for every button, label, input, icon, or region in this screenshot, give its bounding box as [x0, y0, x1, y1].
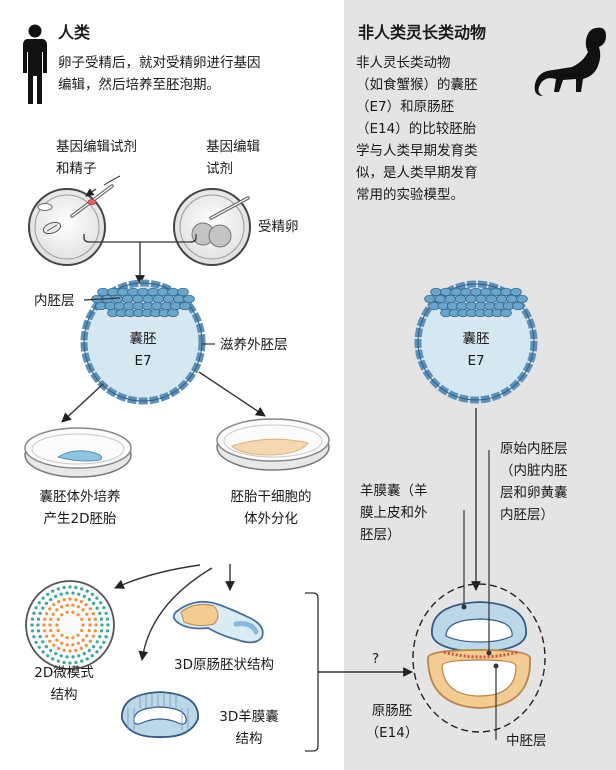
gastruloid-3d: [172, 600, 264, 644]
label-micropattern: 2D微模式 结构: [34, 665, 94, 703]
nhp-blastocyst: [414, 280, 538, 404]
label-trophectoderm: 滋养外胚层: [220, 337, 288, 353]
label-endoderm: 内胚层: [34, 293, 75, 309]
arrow-to-stem-cells: [198, 371, 266, 417]
comparison-bracket: [305, 592, 319, 752]
label-gastrula: 原肠胚: [371, 703, 413, 719]
arrow-to-2d-culture: [61, 383, 104, 423]
human-title: 人类: [58, 23, 91, 42]
human-blastocyst-stage: E7: [134, 353, 152, 369]
label-reagent: 基因编辑 试剂: [206, 139, 260, 177]
amnion-sac-3d: [121, 691, 199, 738]
nhp-blastocyst-stage: E7: [467, 353, 485, 369]
human-description: 卵子受精后，就对受精卵进行基因 编辑，然后培养至胚泡期。: [58, 55, 261, 93]
nhp-blastocyst-label: 囊胚: [462, 331, 490, 347]
culture-dish-2d: [24, 427, 132, 478]
label-zygote: 受精卵: [258, 219, 299, 235]
culture-dish-stem: [216, 418, 330, 471]
human-blastocyst-label: 囊胚: [129, 331, 157, 347]
human-blastocyst: [80, 279, 206, 405]
label-primitive-endoderm: 原始内胚层 （内脏内胚 层和卵黄囊 内胚层）: [500, 441, 568, 523]
egg-with-sperm: [28, 175, 121, 266]
nhp-description: 非人灵长类动物 （如食蟹猴）的囊胚 （E7）和原肠胚 （E14）的比较胚胎 学与…: [356, 55, 478, 203]
label-mesoderm: 中胚层: [506, 733, 547, 749]
micropattern-2d: [25, 580, 115, 670]
label-reagent-sperm: 基因编辑试剂 和精子: [56, 139, 137, 177]
nhp-gastrula: [412, 583, 546, 733]
label-gastrula-stage: （E14）: [365, 725, 419, 741]
arrow-to-micropattern: [114, 564, 201, 589]
nhp-title: 非人类灵长类动物: [358, 23, 487, 42]
label-gastruloid: 3D原肠胚状结构: [174, 657, 274, 673]
label-amnion: 羊膜囊（羊 膜上皮和外 胚层）: [360, 483, 428, 543]
endoderm-leader: [83, 297, 121, 301]
label-2d-culture: 囊胚体外培养 产生2D胚胎: [39, 489, 121, 527]
zygote-injection: [173, 188, 251, 266]
label-amnion-3d: 3D羊膜囊 结构: [219, 709, 279, 747]
monkey-silhouette-icon: [534, 27, 606, 97]
human-silhouette-icon: [23, 24, 47, 104]
arrow-to-amnion-3d: [138, 567, 213, 661]
comparison-question-mark: ?: [372, 651, 380, 667]
label-stem-cells: 胚胎干细胞的 体外分化: [230, 489, 312, 527]
